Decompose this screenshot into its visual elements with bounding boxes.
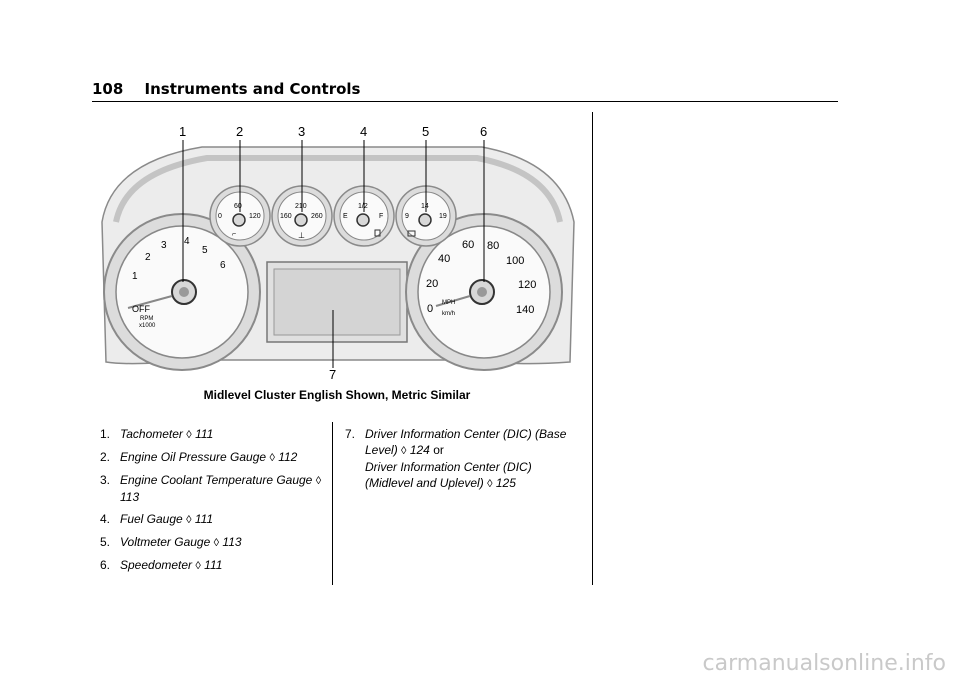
speedometer-gauge: 0 20 40 60 80 100 120 140 MPH km/h <box>405 213 563 371</box>
coolant-gauge-label: 260 <box>311 213 323 220</box>
oil-pressure-gauge: 0 60 120 ⌐ <box>209 185 271 247</box>
tach-tick-label: 5 <box>202 245 208 256</box>
item-page-ref[interactable]: 124 <box>409 443 430 457</box>
callout-6: 6 <box>480 124 487 139</box>
instrument-cluster-figure: 1 2 3 4 5 6 OFF RPM x1000 0 20 40 60 80 … <box>101 124 575 380</box>
list-item: 1. Tachometer ◊ 111 <box>100 426 325 443</box>
speed-tick-label: 60 <box>462 239 474 251</box>
volt-gauge-label: 9 <box>405 213 409 220</box>
item-number: 6. <box>100 558 111 572</box>
item-text: Speedometer <box>120 558 193 572</box>
page-ref-icon: ◊ <box>401 445 407 457</box>
speed-tick-label: 20 <box>426 278 438 290</box>
callout-3: 3 <box>298 124 305 139</box>
page-ref-icon: ◊ <box>195 560 201 572</box>
item-number: 1. <box>100 427 111 441</box>
fuel-gauge-label: 1/2 <box>358 203 368 210</box>
volt-gauge-label: 14 <box>421 203 429 210</box>
oil-gauge-label: 0 <box>218 213 222 220</box>
page-ref-icon: ◊ <box>213 537 220 549</box>
volt-gauge-label: 19 <box>439 213 447 220</box>
item-number: 3. <box>100 473 111 487</box>
tach-tick-label: 6 <box>220 260 226 271</box>
fuel-gauge-label: E <box>343 213 348 220</box>
item-text: Fuel Gauge <box>120 512 183 526</box>
page-ref-icon: ◊ <box>186 429 192 441</box>
section-title: Instruments and Controls <box>144 80 361 98</box>
item-page-ref[interactable]: 113 <box>222 535 242 549</box>
list-item: 4. Fuel Gauge ◊ 111 <box>100 511 325 528</box>
speed-unit-mph: MPH <box>442 300 455 306</box>
tach-tick-label: 4 <box>184 236 190 247</box>
item-text: Engine Oil Pressure Gauge <box>120 450 267 464</box>
oil-gauge-label: 60 <box>234 203 242 210</box>
tach-tick-label: 2 <box>145 252 151 263</box>
item-page-ref[interactable]: 111 <box>204 558 223 572</box>
page-number: 108 <box>92 80 124 98</box>
coolant-gauge-label: 160 <box>280 213 292 220</box>
list-item: 3. Engine Coolant Temperature Gauge ◊ 11… <box>100 472 325 505</box>
item-text: Engine Coolant Temperature Gauge <box>120 473 313 487</box>
figure-caption: Midlevel Cluster English Shown, Metric S… <box>203 388 471 402</box>
item-page-ref[interactable]: 113 <box>120 490 140 504</box>
speed-tick-label: 0 <box>427 303 433 315</box>
item-page-ref[interactable]: 111 <box>195 427 214 441</box>
column-divider-middle <box>332 422 333 585</box>
speed-tick-label: 120 <box>518 279 536 291</box>
coolant-gauge-label: 210 <box>295 203 307 210</box>
page-header: 108 Instruments and Controls <box>92 80 360 98</box>
tach-off-label: OFF <box>132 304 150 314</box>
speed-tick-label: 80 <box>487 240 499 252</box>
item-page-ref[interactable]: 125 <box>495 476 516 490</box>
item-text: Driver Information Center (DIC) (Base Le… <box>365 427 567 457</box>
column-divider-right <box>592 112 593 585</box>
list-item: 7. Driver Information Center (DIC) (Base… <box>345 426 575 492</box>
item-number: 4. <box>100 512 111 526</box>
fuel-gauge-label: F <box>379 213 383 220</box>
list-item: 6. Speedometer ◊ 111 <box>100 557 325 574</box>
speed-tick-label: 100 <box>506 255 524 267</box>
page-ref-icon: ◊ <box>487 478 493 490</box>
item-number: 7. <box>345 427 356 441</box>
callout-1: 1 <box>179 124 186 139</box>
speed-tick-label: 140 <box>516 304 534 316</box>
item-number: 5. <box>100 535 111 549</box>
item-page-ref[interactable]: 112 <box>278 450 298 464</box>
tach-unit-label: RPM <box>140 316 153 322</box>
fuel-pump-icon <box>374 229 381 237</box>
oil-gauge-label: 120 <box>249 213 261 220</box>
item-page-ref[interactable]: 111 <box>194 512 214 526</box>
tach-tick-label: 3 <box>161 240 167 251</box>
tach-tick-label: 1 <box>132 271 138 282</box>
tach-multiplier-label: x1000 <box>139 323 156 329</box>
watermark: carmanualsonline.info <box>702 651 946 676</box>
speed-tick-label: 40 <box>438 253 450 265</box>
list-item: 5. Voltmeter Gauge ◊ 113 <box>100 534 325 551</box>
callout-5: 5 <box>422 124 429 139</box>
item-text: Driver Information Center (DIC) (Midleve… <box>365 460 532 490</box>
item-text: Tachometer <box>120 427 183 441</box>
oil-can-icon: ⌐ <box>232 231 236 238</box>
callout-7: 7 <box>329 367 336 380</box>
item-number: 2. <box>100 450 111 464</box>
speed-unit-kmh: km/h <box>442 311 455 317</box>
fuel-gauge: E 1/2 F <box>333 185 395 247</box>
thermometer-icon: ⊥ <box>298 231 305 240</box>
page-ref-icon: ◊ <box>315 475 322 487</box>
dic-list: 7. Driver Information Center (DIC) (Base… <box>345 426 575 498</box>
coolant-temperature-gauge: 160 210 260 ⊥ <box>271 185 333 247</box>
header-rule <box>92 101 838 102</box>
or-word: or <box>433 443 444 457</box>
page-ref-icon: ◊ <box>269 452 275 464</box>
callout-2: 2 <box>236 124 243 139</box>
gauge-list: 1. Tachometer ◊ 111 2. Engine Oil Pressu… <box>100 426 325 580</box>
list-item: 2. Engine Oil Pressure Gauge ◊ 112 <box>100 449 325 466</box>
callout-4: 4 <box>360 124 367 139</box>
page-ref-icon: ◊ <box>186 514 192 526</box>
item-text: Voltmeter Gauge <box>120 535 211 549</box>
battery-icon <box>407 230 416 237</box>
tachometer-gauge: 1 2 3 4 5 6 OFF RPM x1000 <box>103 213 261 371</box>
